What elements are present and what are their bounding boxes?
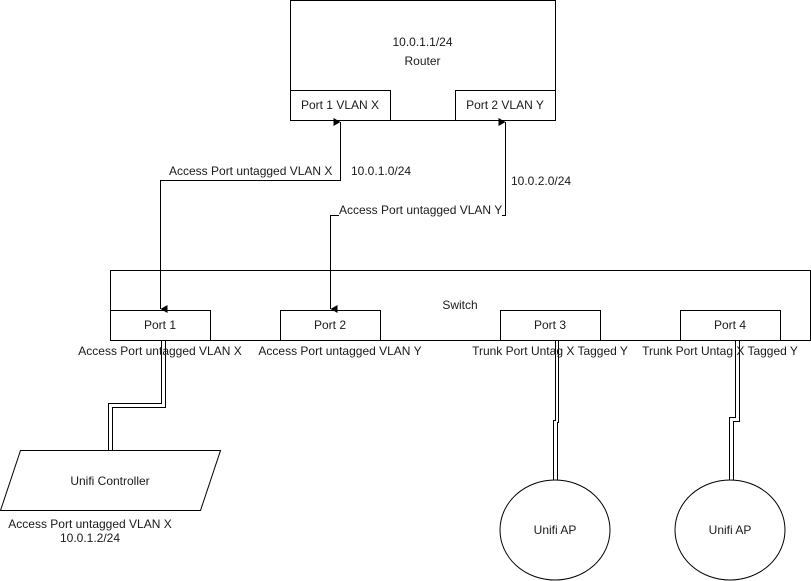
switch-port4-mode-label: Trunk Port Untag X Tagged Y	[642, 344, 798, 358]
unifi-ap-2-shape[interactable]	[674, 479, 786, 581]
link1-mode-label: Access Port untagged VLAN X	[169, 164, 333, 178]
cable-port1-controller[interactable]	[108, 341, 166, 452]
router-name-label: Router	[404, 54, 441, 68]
switch-port3-mode-label: Trunk Port Untag X Tagged Y	[472, 344, 628, 358]
cable-port4-ap2[interactable]	[729, 341, 740, 481]
switch-port1-label: Port 1	[143, 318, 176, 332]
ap2-name-label: Unifi AP	[708, 523, 752, 537]
link2-mode-label: Access Port untagged VLAN Y	[339, 203, 503, 217]
switch-port3-label: Port 3	[533, 318, 566, 332]
switch-port2-mode-label: Access Port untagged VLAN Y	[258, 344, 422, 358]
switch-port2-label: Port 2	[313, 318, 346, 332]
switch-port1-mode-label: Access Port untagged VLAN X	[78, 344, 242, 358]
ap1-name-label: Unifi AP	[533, 523, 577, 537]
cable-port3-ap1[interactable]	[553, 341, 559, 481]
controller-ip-label: 10.0.1.2/24	[59, 531, 121, 545]
switch-port2-box[interactable]	[280, 310, 381, 341]
link2-subnet-label: 10.0.2.0/24	[511, 174, 572, 188]
router-ip-label: 10.0.1.1/24	[392, 35, 453, 49]
switch-port4-box[interactable]	[680, 310, 781, 341]
unifi-ap-1-shape[interactable]	[499, 479, 611, 581]
router-port1-box[interactable]	[290, 90, 391, 121]
router-port2-box[interactable]	[455, 90, 556, 121]
switch-port4-label: Port 4	[713, 318, 746, 332]
unifi-controller-shape[interactable]	[0, 450, 222, 511]
router-port2-label: Port 2 VLAN Y	[466, 98, 544, 112]
switch-name-label: Switch	[442, 298, 478, 312]
router-port1-label: Port 1 VLAN X	[300, 98, 380, 112]
switch-port1-box[interactable]	[110, 310, 211, 341]
switch-port3-box[interactable]	[500, 310, 601, 341]
controller-mode-label: Access Port untagged VLAN X	[8, 517, 172, 531]
link1-subnet-label: 10.0.1.0/24	[351, 164, 412, 178]
controller-name-label: Unifi Controller	[70, 474, 150, 488]
